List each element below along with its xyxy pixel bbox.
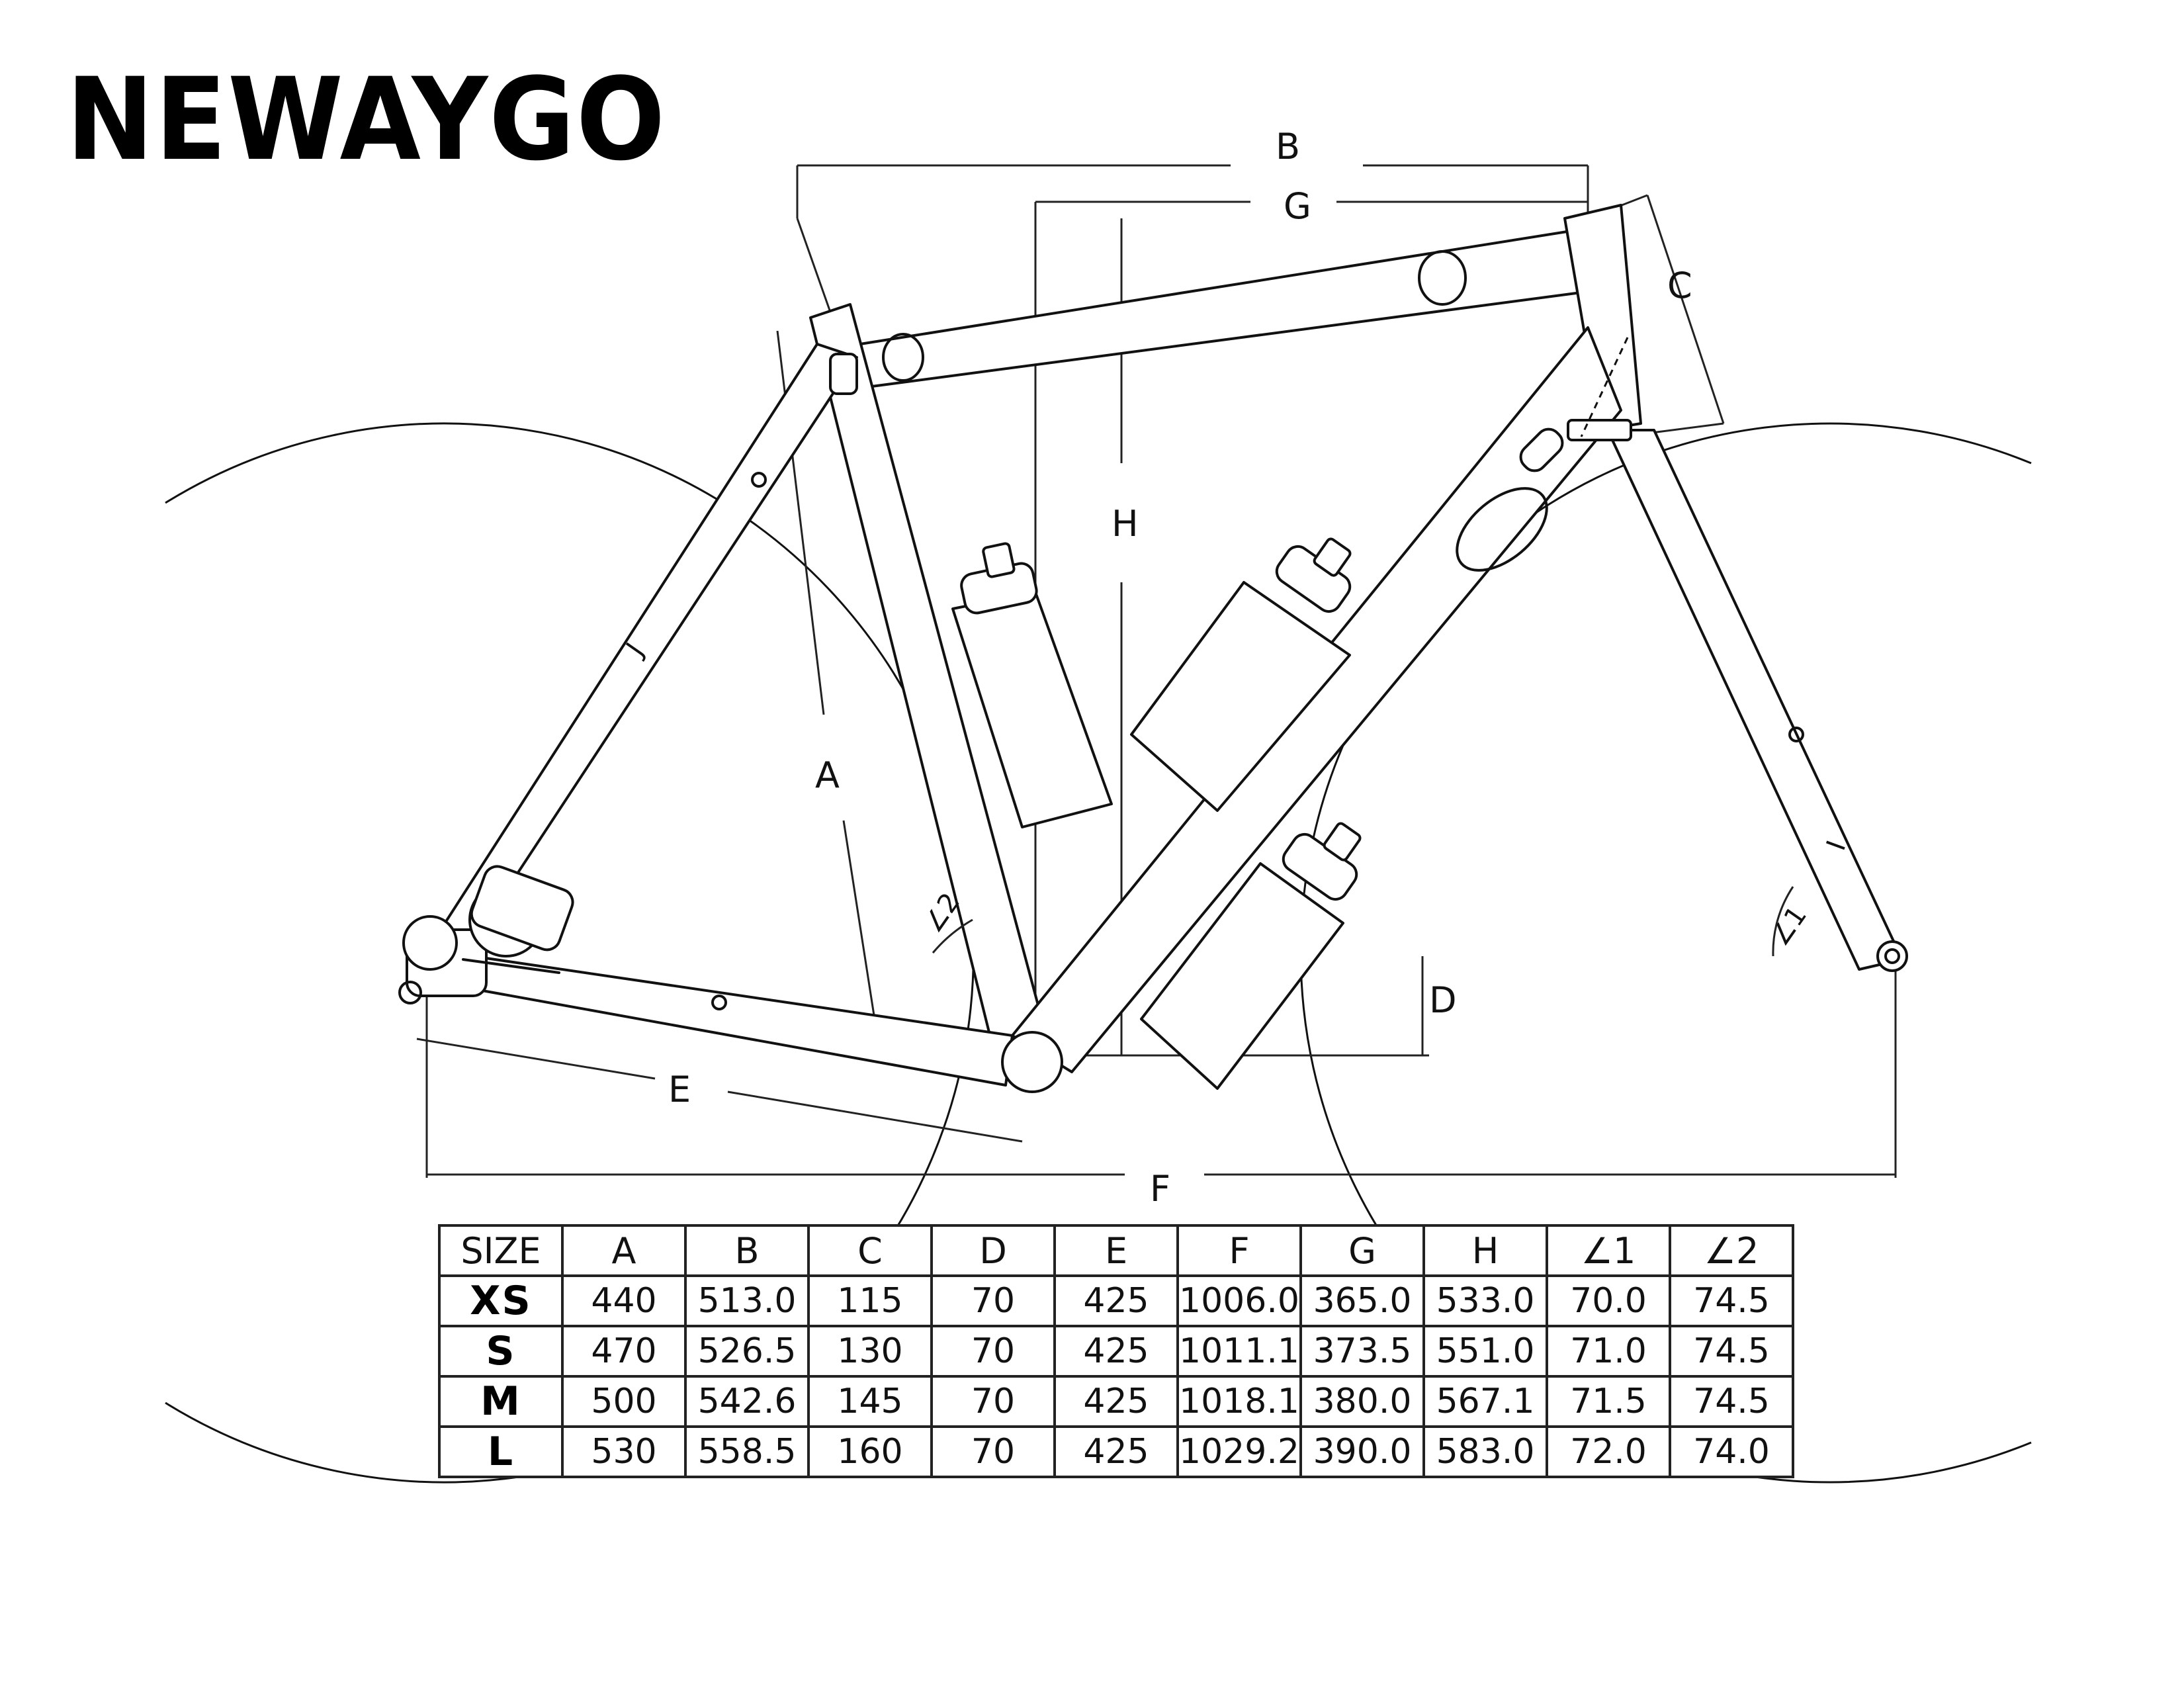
table-cell: 551.0 (1422, 1325, 1548, 1378)
bottle-cage-down-tube-lower (1140, 822, 1362, 1090)
dimension-e: E (416, 1038, 1023, 1143)
frame (406, 204, 1908, 1093)
bottom-bracket (1001, 1031, 1063, 1093)
label-b: B (1276, 126, 1300, 167)
rear-derailleur (398, 865, 574, 1004)
bottle-cage-down-tube-upper (1130, 537, 1352, 812)
size-cell: S (438, 1325, 564, 1378)
table-cell: 526.5 (684, 1325, 810, 1378)
label-c: C (1667, 265, 1692, 306)
table-cell: 390.0 (1299, 1425, 1425, 1478)
table-cell: 70 (930, 1274, 1056, 1327)
header-d: D (930, 1224, 1056, 1277)
table-cell: 373.5 (1299, 1325, 1425, 1378)
front-dropout (1876, 940, 1908, 972)
label-f: F (1150, 1168, 1170, 1210)
table-cell: 74.5 (1669, 1274, 1794, 1327)
bottle-cage-seat-tube (951, 542, 1113, 828)
table-cell: 440 (561, 1274, 687, 1327)
table-cell: 70 (930, 1375, 1056, 1428)
table-cell: 567.1 (1422, 1375, 1548, 1428)
table-row: M 500 542.6 145 70 425 1018.1 380.0 567.… (438, 1375, 1794, 1428)
header-h: H (1422, 1224, 1548, 1277)
seat-stay-bolt (751, 472, 767, 488)
table-cell: 425 (1053, 1425, 1179, 1478)
table-cell: 1029.2 (1176, 1425, 1302, 1478)
table-cell: 70 (930, 1425, 1056, 1478)
label-angle-1: ∠1 (1765, 901, 1813, 952)
table-row: XS 440 513.0 115 70 425 1006.0 365.0 533… (438, 1274, 1794, 1327)
table-cell: 1018.1 (1176, 1375, 1302, 1428)
dimension-b: B (796, 126, 1589, 218)
label-d: D (1429, 979, 1457, 1021)
header-e: E (1053, 1224, 1179, 1277)
table-cell: 500 (561, 1375, 687, 1428)
header-g: G (1299, 1224, 1425, 1277)
table-cell: 71.5 (1546, 1375, 1671, 1428)
seat-clamp (829, 353, 858, 395)
header-a: A (561, 1224, 687, 1277)
table-cell: 74.5 (1669, 1325, 1794, 1378)
size-cell: M (438, 1375, 564, 1428)
size-cell: XS (438, 1274, 564, 1327)
table-cell: 160 (807, 1425, 933, 1478)
table-cell: 583.0 (1422, 1425, 1548, 1478)
table-cell: 71.0 (1546, 1325, 1671, 1378)
table-cell: 1011.1 (1176, 1325, 1302, 1378)
dimension-c: C (1587, 194, 1725, 438)
table-cell: 72.0 (1546, 1425, 1671, 1478)
table-cell: 425 (1053, 1274, 1179, 1327)
table-cell: 115 (807, 1274, 933, 1327)
table-cell: 530 (561, 1425, 687, 1478)
table-cell: 1006.0 (1176, 1274, 1302, 1327)
table-cell: 365.0 (1299, 1274, 1425, 1327)
down-tube (1011, 326, 1622, 1073)
table-row: L 530 558.5 160 70 425 1029.2 390.0 583.… (438, 1425, 1794, 1478)
fork (1606, 429, 1903, 971)
table-cell: 533.0 (1422, 1274, 1548, 1327)
table-cell: 380.0 (1299, 1375, 1425, 1428)
chain-stay (449, 952, 1014, 1087)
label-g: G (1284, 185, 1311, 227)
table-cell: 74.5 (1669, 1375, 1794, 1428)
table-cell: 70 (930, 1325, 1056, 1378)
table-cell: 425 (1053, 1375, 1179, 1428)
header-angle-1: ∠1 (1546, 1224, 1671, 1277)
table-cell: 470 (561, 1325, 687, 1378)
label-h: H (1112, 503, 1139, 545)
table-cell: 513.0 (684, 1274, 810, 1327)
table-cell: 145 (807, 1375, 933, 1428)
fork-bolt (1788, 727, 1804, 742)
table-cell: 70.0 (1546, 1274, 1671, 1327)
top-tube (859, 227, 1593, 388)
angle-1: ∠1 (1765, 886, 1813, 957)
label-a: A (815, 754, 840, 796)
header-c: C (807, 1224, 933, 1277)
header-size: SIZE (438, 1224, 564, 1277)
header-b: B (684, 1224, 810, 1277)
seat-cluster-grommet (882, 333, 924, 382)
table-cell: 558.5 (684, 1425, 810, 1478)
brand-logo: NEWAYGO (66, 53, 667, 186)
down-tube-port (1519, 427, 1564, 472)
table-cell: 130 (807, 1325, 933, 1378)
headset-cup (1567, 419, 1632, 441)
dimension-f: F (425, 956, 1897, 1210)
table-header-row: SIZE A B C D E F G H ∠1 ∠2 (438, 1224, 1794, 1277)
header-f: F (1176, 1224, 1302, 1277)
size-cell: L (438, 1425, 564, 1478)
label-e: E (668, 1069, 691, 1110)
chain-stay-bolt (711, 995, 727, 1010)
table-cell: 74.0 (1669, 1425, 1794, 1478)
down-tube-junction (1456, 487, 1548, 572)
table-row: S 470 526.5 130 70 425 1011.1 373.5 551.… (438, 1325, 1794, 1378)
top-tube-grommet (1418, 250, 1467, 306)
header-angle-2: ∠2 (1669, 1224, 1794, 1277)
geometry-table: SIZE A B C D E F G H ∠1 ∠2 XS 440 513.0 … (438, 1224, 1794, 1478)
table-cell: 425 (1053, 1325, 1179, 1378)
table-cell: 542.6 (684, 1375, 810, 1428)
